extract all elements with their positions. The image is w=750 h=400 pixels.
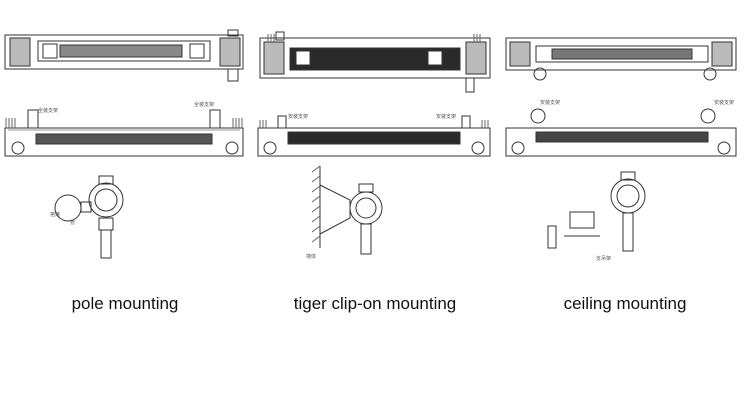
clamp-right: [427, 50, 443, 66]
luminaire-body-top: [259, 37, 491, 79]
gland-bottom: [227, 68, 239, 82]
gland-top-detail: [358, 183, 374, 193]
clamp-left: [295, 50, 311, 66]
panel-tiger-clip-on-mounting: 安装支架 安装支架 墙体 tiger clip-on mounting: [250, 0, 500, 400]
ceiling-rod: [547, 225, 557, 249]
top-callout-left: 安装支架: [540, 99, 560, 106]
fin-pattern: [5, 118, 243, 128]
end-cap-left: [509, 41, 531, 67]
luminaire-body-side: [4, 127, 244, 157]
wall-hatch: [311, 165, 321, 243]
clamp-left: [42, 43, 58, 59]
clip-bracket: [319, 184, 351, 235]
ceiling-mounting-diagram: 安装支架 安装支架 支吊架: [505, 37, 737, 262]
bracket-right: [700, 108, 716, 124]
gland-right: [471, 141, 485, 155]
gland-top-detail: [98, 175, 114, 185]
gland-top-left: [275, 31, 285, 41]
junction-box: [88, 182, 124, 218]
junction-box: [349, 191, 383, 225]
bracket-right: [461, 115, 471, 129]
end-cap-left: [9, 37, 31, 67]
side-tube: [535, 131, 709, 143]
panel-ceiling-mounting: 安装支架 安装支架 支吊架 ceiling mounting: [500, 0, 750, 400]
gland-left: [533, 67, 547, 81]
callout-b: 管: [70, 219, 75, 226]
luminaire-body-top: [505, 37, 737, 71]
gland-left: [263, 141, 277, 155]
luminaire-body-side: [505, 127, 737, 157]
end-cap-right: [711, 41, 733, 67]
panel-pole-mounting: 全装支架 全装支架 抱箍 管 pole mounting: [0, 0, 250, 400]
caption-tiger-clip-on-mounting: tiger clip-on mounting: [293, 294, 457, 313]
clamp-right: [189, 43, 205, 59]
top-callout-right: 安装支架: [714, 99, 734, 106]
gland-side-right: [717, 141, 731, 155]
end-cap-left: [263, 41, 285, 75]
side-tube: [287, 131, 461, 145]
clip-on-mounting-diagram: 安装支架 安装支架 墙体: [257, 31, 491, 260]
top-callout-right: 全装支架: [194, 101, 214, 108]
bracket-left: [27, 109, 39, 129]
gland-bottom-right: [465, 77, 475, 93]
gland-top: [227, 29, 239, 37]
conduit: [622, 212, 634, 252]
conduit: [100, 229, 112, 259]
end-cap-right: [465, 41, 487, 75]
junction-box-inner: [94, 188, 118, 212]
junction-box: [610, 178, 646, 214]
bracket-left: [530, 108, 546, 124]
gland-top-detail: [620, 171, 636, 181]
pole-mounting-diagram: 全装支架 全装支架 抱箍 管: [4, 29, 244, 259]
top-callout-left: 安装支架: [288, 113, 308, 120]
callout-a: 支吊架: [596, 255, 611, 262]
gland-right: [225, 141, 239, 155]
tube-frame: [535, 45, 709, 63]
ceiling-bracket: [569, 211, 595, 229]
gland-detail: [98, 217, 114, 231]
tube-frame: [37, 40, 211, 62]
top-callout-right: 安装支架: [436, 113, 456, 120]
luminaire-body-side: [257, 127, 491, 157]
conduit: [360, 223, 372, 255]
side-tube: [35, 133, 213, 145]
gland-right: [703, 67, 717, 81]
clamp: [80, 201, 92, 213]
end-cap-right: [219, 37, 241, 67]
gland-side-left: [511, 141, 525, 155]
callout-a: 抱箍: [50, 211, 60, 218]
top-callout-left: 全装支架: [38, 107, 58, 114]
tube: [289, 47, 461, 71]
gland-left: [11, 141, 25, 155]
tube: [551, 48, 693, 60]
bracket-right: [209, 109, 221, 129]
caption-pole-mounting: pole mounting: [71, 294, 179, 313]
tube: [59, 44, 183, 58]
junction-box-inner: [616, 184, 640, 208]
bracket-left: [277, 115, 287, 129]
fin-pattern: [259, 34, 489, 128]
callout-a: 墙体: [306, 253, 316, 260]
luminaire-body-top: [4, 34, 244, 70]
caption-ceiling-mounting: ceiling mounting: [563, 294, 687, 313]
junction-box-inner: [355, 197, 377, 219]
